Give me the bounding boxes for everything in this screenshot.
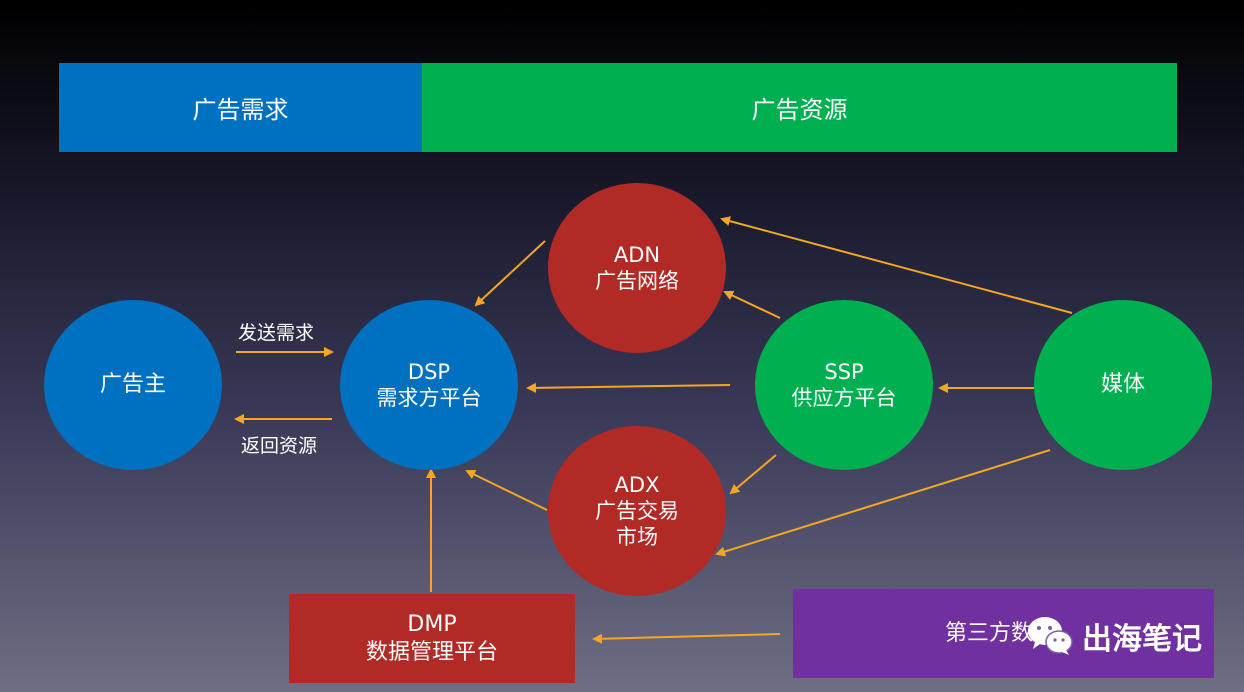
arrow-adx-to-dsp: [465, 470, 548, 511]
arrow-thirdparty-to-dmp: [592, 633, 781, 644]
adn-subtitle: 广告网络: [595, 269, 679, 293]
dmp-subtitle: 数据管理平台: [365, 639, 498, 665]
dsp-title: DSP: [407, 360, 451, 384]
arrow-media-to-adn: [720, 216, 1073, 314]
dsp-node: DSP 需求方平台: [340, 300, 518, 470]
adx-line2: 市场: [616, 525, 658, 549]
arrow-ssp-to-adx: [729, 454, 777, 495]
dmp-title: DMP: [407, 611, 457, 637]
adn-title: ADN: [613, 243, 661, 267]
wechat-icon: [1028, 617, 1073, 655]
ssp-node: SSP 供应方平台: [755, 300, 933, 470]
adx-title: ADX: [614, 473, 660, 497]
ssp-title: SSP: [824, 360, 864, 384]
watermark-text: 出海笔记: [1082, 622, 1202, 657]
arrow-media-to-adx: [715, 449, 1051, 557]
dsp-subtitle: 需求方平台: [376, 386, 482, 410]
adn-node: ADN 广告网络: [548, 183, 726, 353]
adx-line1: 广告交易: [595, 499, 679, 523]
ssp-subtitle: 供应方平台: [791, 386, 897, 410]
arrow-ssp-to-dsp: [526, 382, 731, 393]
advertiser-node: 广告主: [44, 300, 222, 470]
demand-bar: 广告需求: [59, 63, 422, 152]
watermark: 出海笔记: [1026, 608, 1216, 664]
supply-label: 广告资源: [751, 96, 848, 124]
adx-node: ADX 广告交易 市场: [548, 426, 726, 596]
return-resource-label: 返回资源: [241, 435, 318, 457]
advertiser-label: 广告主: [99, 372, 166, 397]
media-label: 媒体: [1100, 372, 1145, 397]
arrow-ssp-to-adn: [723, 290, 781, 319]
arrow-adn-to-dsp: [474, 240, 546, 307]
media-node: 媒体: [1034, 300, 1212, 470]
dmp-box: DMP 数据管理平台: [289, 594, 575, 683]
demand-label: 广告需求: [192, 96, 289, 124]
send-request-label: 发送需求: [238, 322, 315, 344]
supply-bar: 广告资源: [422, 63, 1177, 152]
